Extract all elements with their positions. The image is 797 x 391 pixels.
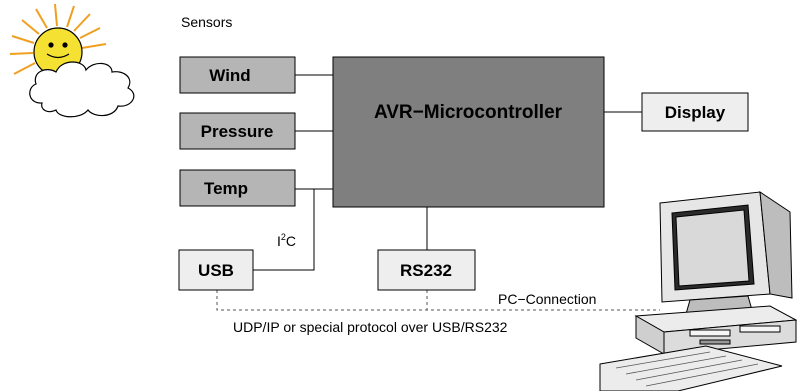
display-label: Display bbox=[665, 103, 726, 122]
rs232-label: RS232 bbox=[400, 261, 452, 280]
sensors-heading: Sensors bbox=[181, 14, 232, 30]
i2c-label: I2C bbox=[277, 232, 296, 249]
protocol-label: UDP/IP or special protocol over USB/RS23… bbox=[233, 319, 508, 335]
temp-block: Temp bbox=[180, 170, 295, 206]
wind-block: Wind bbox=[180, 57, 295, 93]
pc-connection-label: PC−Connection bbox=[498, 291, 596, 307]
mcu-block: AVR−Microcontroller bbox=[333, 57, 604, 207]
wind-label: Wind bbox=[209, 66, 250, 85]
computer-icon bbox=[600, 192, 796, 391]
pressure-label: Pressure bbox=[201, 122, 274, 141]
rs232-block: RS232 bbox=[378, 250, 475, 290]
usb-label: USB bbox=[198, 261, 234, 280]
temp-label: Temp bbox=[204, 179, 248, 198]
mcu-label: AVR−Microcontroller bbox=[374, 102, 563, 123]
display-block: Display bbox=[642, 93, 748, 131]
cloud-icon bbox=[30, 62, 134, 117]
pressure-block: Pressure bbox=[180, 113, 295, 149]
usb-block: USB bbox=[179, 250, 253, 290]
